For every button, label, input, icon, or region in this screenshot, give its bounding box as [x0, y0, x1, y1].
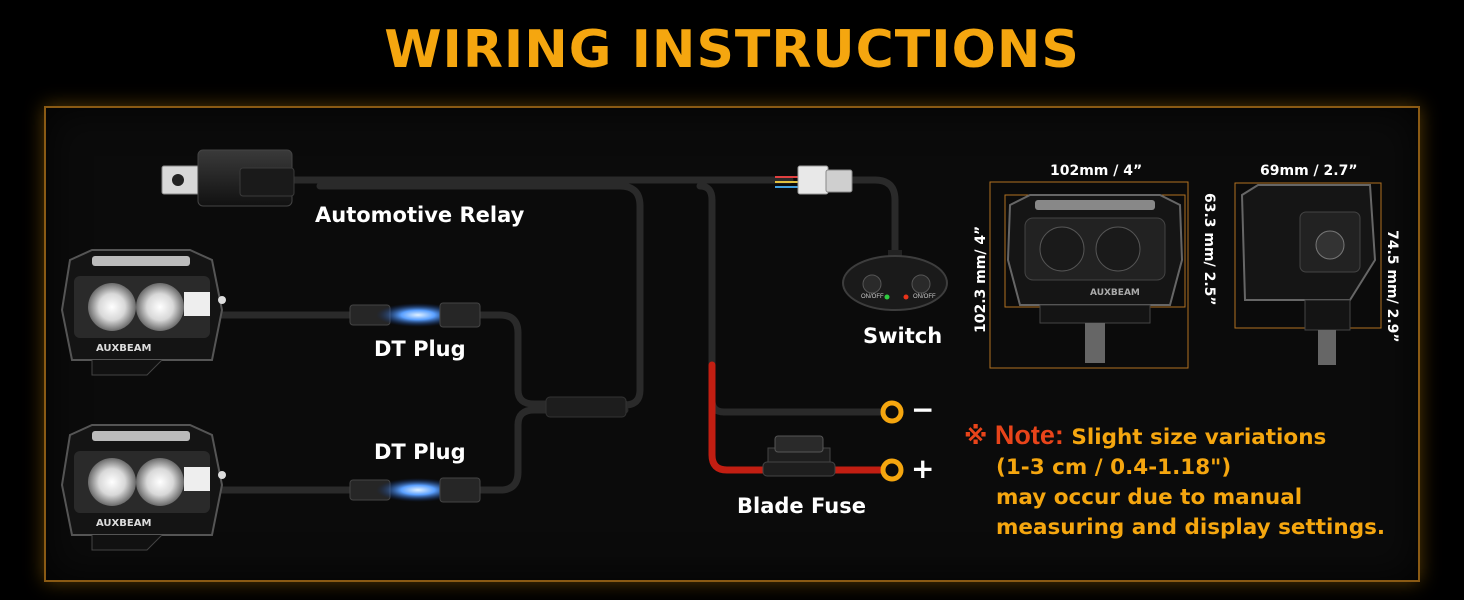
light-pod-icon — [60, 249, 226, 551]
dt-plug-label-top: DT Plug — [374, 337, 466, 361]
note-line-1: Slight size variations — [1071, 425, 1327, 450]
side-height-dim: 74.5 mm/ 2.9” — [1384, 230, 1400, 343]
dt-plug-icon — [349, 302, 481, 503]
brand-logo-top: AUXBEAM — [96, 343, 152, 354]
front-view-icon — [989, 181, 1189, 369]
dt1-to-junction — [476, 311, 629, 408]
negative-sign: − — [911, 393, 935, 426]
dt-plug-label-bottom: DT Plug — [374, 440, 466, 464]
junction-sleeve — [545, 396, 627, 418]
note-label: Note: — [994, 420, 1064, 450]
dt2-to-junction — [476, 406, 629, 494]
note-line-3: may occur due to manual — [996, 485, 1303, 510]
note-line-4: measuring and display settings. — [996, 515, 1386, 540]
note-line-2: (1-3 cm / 0.4-1.18") — [996, 455, 1232, 480]
switch-button-right-label: ON/OFF — [913, 294, 936, 300]
brand-logo-front: AUXBEAM — [1090, 288, 1140, 298]
front-height-inner-dim: 63.3 mm/ 2.5” — [1201, 193, 1217, 306]
connector-to-switch-wire — [846, 176, 899, 264]
inline-connector-icon — [775, 165, 853, 195]
front-width-dim: 102mm / 4” — [1050, 163, 1143, 179]
positive-sign: + — [911, 452, 935, 485]
positive-wire — [708, 361, 886, 474]
brand-logo-bottom: AUXBEAM — [96, 518, 152, 529]
terminal-ring-icon — [880, 400, 904, 482]
page-title: WIRING INSTRUCTIONS — [384, 20, 1080, 80]
switch-button-left-label: ON/OFF — [861, 294, 884, 300]
note-mark: ※ — [964, 422, 988, 450]
relay-label: Automotive Relay — [315, 203, 525, 227]
side-view-icon — [1234, 182, 1382, 365]
relay-icon — [161, 149, 295, 207]
trunk-wire-a — [316, 182, 644, 409]
blade-fuse-icon — [762, 435, 836, 477]
front-height-outer-dim: 102.3 mm/ 4” — [973, 225, 989, 333]
main-harness-wires — [218, 176, 899, 494]
side-width-dim: 69mm / 2.7” — [1260, 163, 1358, 179]
size-note: ※ Note: Slight size variations (1-3 cm /… — [964, 420, 1424, 543]
switch-label: Switch — [863, 324, 943, 348]
fuse-label: Blade Fuse — [737, 494, 866, 518]
switch-panel-icon — [842, 250, 948, 311]
